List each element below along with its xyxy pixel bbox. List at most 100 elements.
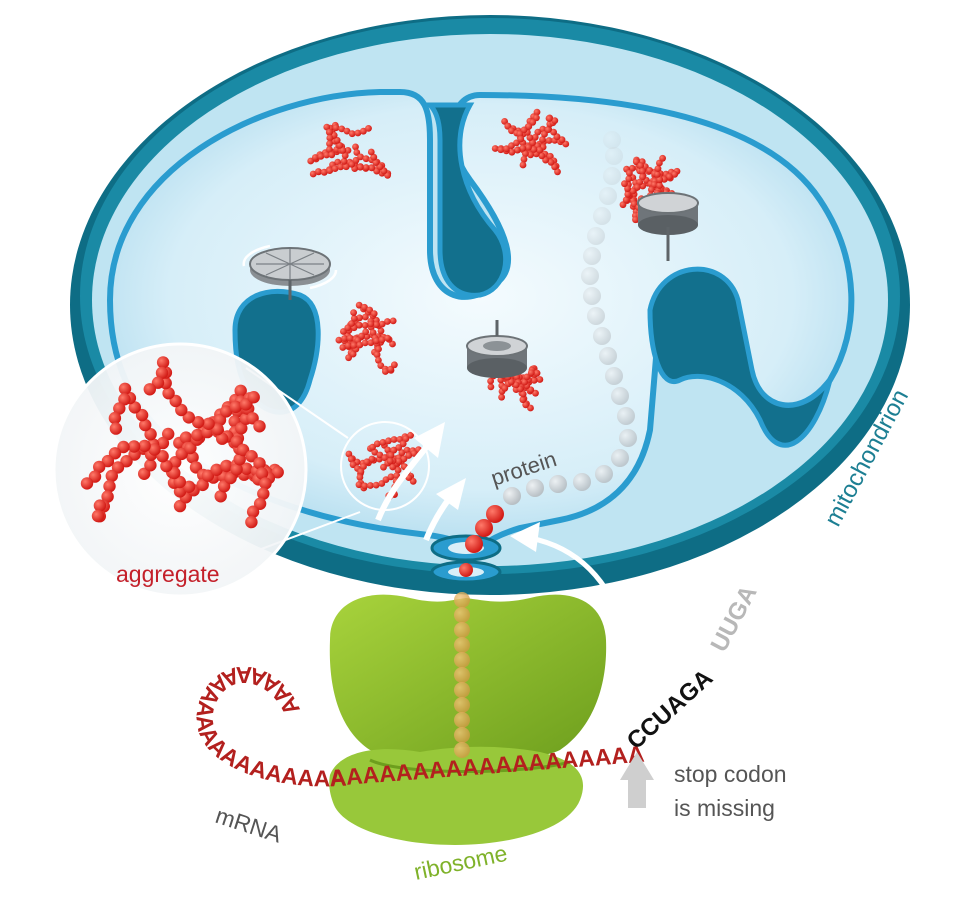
aggregate-bead [356,474,364,481]
aggregate-bead [362,155,370,163]
aggregate-bead [361,303,368,311]
aggregate-bead [91,509,105,523]
aggregate-bead [497,146,505,154]
aggregate-bead [378,336,386,344]
aggregate-bead [516,130,524,138]
aggregate-bead [345,450,353,458]
aggregate-bead [361,339,369,347]
aggregate-bead [355,481,363,489]
aggregate-bead [362,164,370,171]
aggregate-bead [350,315,358,322]
aggregate-bead [498,393,505,401]
aggregate-bead [519,144,527,152]
aggregate-bead [156,436,170,450]
label-aggregate: aggregate [116,561,220,587]
aggregate-bead [341,335,348,342]
protein-bead [587,307,605,325]
nascent-chain [454,592,470,758]
aggregate-bead [257,487,270,500]
aggregate-bead [527,404,534,412]
aggregate-bead [527,151,534,159]
aggregate-bead [335,336,343,344]
aggregate-bead [211,423,224,436]
aggregate-bead [379,439,387,446]
aggregate-bead [271,466,284,479]
atp-synthase-icon [242,244,338,300]
aggregate-bead [230,435,243,448]
aggregate-bead [656,176,664,184]
aggregate-bead [339,344,347,351]
aggregate-bead [521,378,528,386]
aggregate-bead [328,151,336,159]
aggregate-bead [373,337,380,345]
aggregate-bead [340,157,348,165]
protein-bead [573,473,591,491]
protein-bead [587,227,605,245]
aggregate-bead [369,329,377,336]
aggregate-bead [253,420,266,433]
aggregate-bead [118,382,132,395]
aggregate-bead [220,405,233,418]
aggregate-bead [384,334,391,342]
aggregate-bead [671,171,679,178]
aggregate-bead [536,146,543,154]
aggregate-bead [532,389,539,397]
aggregate-bead [352,143,359,151]
ribosome-small-subunit [329,746,584,845]
aggregate-bead [246,505,260,518]
nascent-bead [454,727,470,743]
aggregate-bead [389,317,397,325]
aggregate-bead [530,377,538,384]
aggregate-bead [370,153,378,161]
aggregate-bead [210,463,223,476]
aggregate-bead [391,361,398,369]
protein-bead [611,449,629,467]
aggregate-bead [536,376,544,383]
aggregate-bead [360,127,367,135]
aggregate-bead [326,128,333,136]
aggregate-bead [546,115,553,122]
aggregate-bead [192,416,205,429]
aggregate-bead [356,341,364,349]
aggregate-bead [179,431,193,444]
aggregate-bead [350,309,357,316]
nascent-bead [454,592,470,608]
aggregate-bead [405,452,413,459]
aggregate-bead [533,369,541,377]
aggregate-bead [333,136,341,144]
protein-bead [599,347,617,365]
aggregate-bead [382,476,390,483]
crista-right [647,266,833,448]
aggregate-bead [253,457,266,470]
aggregate-bead [108,411,122,425]
aggregate-bead [196,478,209,492]
aggregate-bead [113,402,126,415]
aggregate-bead [626,169,633,177]
aggregate-bead [399,440,407,448]
aggregate-bead [354,129,362,137]
aggregate-bead [519,390,527,398]
aggregate-bead [360,463,367,470]
aggregate-bead [229,400,242,414]
aggregate-bead [377,362,385,369]
aggregate-bead [625,175,633,183]
aggregate-bead [621,180,628,188]
aggregate-bead [619,201,627,209]
aggregate-bead [533,108,541,116]
aggregate-bead [666,173,673,181]
aggregate-bead [375,356,382,364]
aggregate-bead [387,473,395,481]
nascent-bead [454,667,470,683]
aggregate-bead [344,342,352,349]
aggregate-bead [398,449,406,457]
aggregate-bead [331,165,339,173]
aggregate-bead [361,482,369,490]
aggregate-bead [522,150,529,158]
aggregate-bead [337,163,345,171]
aggregate-bead [128,401,141,414]
nascent-bead [454,637,470,653]
aggregate-bead [233,453,246,466]
aggregate-bead [384,172,391,179]
aggregate-bead [367,320,375,328]
aggregate-bead [367,148,375,156]
